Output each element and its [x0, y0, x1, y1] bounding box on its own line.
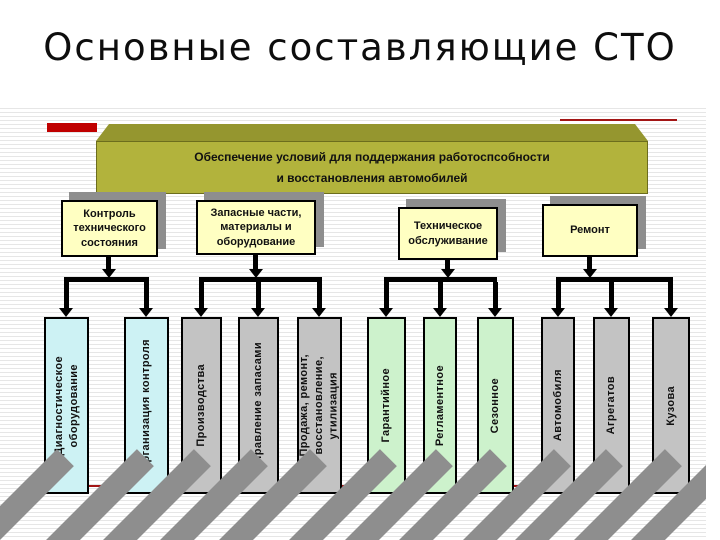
branch-box-control: Контроль технического состояния	[61, 200, 158, 257]
root-box: Обеспечение условий для поддержания рабо…	[96, 124, 648, 194]
connector-drop	[493, 282, 498, 309]
slide-title: Основные составляющие СТО	[43, 26, 677, 69]
column-label: Сезонное	[489, 377, 502, 434]
root-box-face: Обеспечение условий для поддержания рабо…	[96, 141, 648, 194]
ruled-lines-background: Обеспечение условий для поддержания рабо…	[0, 108, 706, 540]
column-group: Управление запасами	[132, 317, 279, 540]
connector-arrowhead	[102, 269, 116, 278]
connector-arrowhead	[59, 308, 73, 317]
column-group: Сезонное	[371, 317, 514, 540]
connector-drop	[609, 282, 614, 309]
connector-arrowhead	[604, 308, 618, 317]
column-group: Регламентное	[317, 317, 457, 540]
column-label: Организация контроля	[140, 339, 153, 472]
column-label: Управление запасами	[252, 341, 265, 470]
connector-drop	[668, 282, 673, 309]
connector-arrowhead	[433, 308, 447, 317]
red-accent-bar	[47, 123, 97, 132]
connector-bar	[64, 277, 149, 282]
connector-arrowhead	[488, 308, 502, 317]
column-label: Регламентное	[433, 364, 446, 447]
connector-drop	[384, 282, 389, 309]
connector-drop	[144, 282, 149, 309]
branch-box-repair: Ремонт	[542, 204, 638, 257]
connector-arrowhead	[312, 308, 326, 317]
connector-drop	[587, 257, 592, 270]
column-group: Диагностическое оборудование	[0, 317, 89, 540]
column-label: Автомобиля	[551, 369, 564, 442]
connector-bar	[199, 277, 322, 282]
column-group: Продажа, ремонт, восстановление, утилиза…	[191, 317, 342, 540]
branch-box-parts: Запасные части, материалы и оборудование	[196, 200, 316, 255]
column-label: Кузова	[664, 385, 677, 426]
column-group: Гарантийное	[261, 317, 406, 540]
connector-arrowhead	[664, 308, 678, 317]
column-label: Агрегатов	[605, 376, 618, 435]
connector-arrowhead	[441, 269, 455, 278]
connector-drop	[256, 282, 261, 309]
root-box-label: Обеспечение условий для поддержания рабо…	[194, 149, 550, 185]
branch-box-maintenance: Техническое обслуживание	[398, 207, 498, 260]
connector-drop	[556, 282, 561, 309]
connector-arrowhead	[251, 308, 265, 317]
column-label: Гарантийное	[380, 368, 393, 443]
column-label: Производства	[195, 364, 208, 447]
connector-drop	[199, 282, 204, 309]
column-group: Кузова	[546, 317, 690, 540]
column-label: Продажа, ремонт, восстановление, утилиза…	[298, 354, 340, 457]
connector-drop	[253, 255, 258, 270]
connector-arrowhead	[139, 308, 153, 317]
connector-drop	[317, 282, 322, 309]
connector-drop	[445, 260, 450, 270]
column-group: Производства	[75, 317, 222, 540]
connector-arrowhead	[551, 308, 565, 317]
column-group: Автомобиля	[435, 317, 575, 540]
connector-drop	[438, 282, 443, 309]
connector-arrowhead	[249, 269, 263, 278]
connector-bar	[556, 277, 673, 282]
connector-arrowhead	[583, 269, 597, 278]
connector-drop	[64, 282, 69, 309]
connector-arrowhead	[379, 308, 393, 317]
root-box-top-face	[96, 124, 648, 141]
connector-bar	[384, 277, 497, 282]
column-label: Диагностическое оборудование	[52, 355, 80, 456]
column-group: Организация контроля	[18, 317, 169, 540]
red-accent-line-top	[560, 119, 677, 121]
column-group: Агрегатов	[487, 317, 630, 540]
connector-arrowhead	[194, 308, 208, 317]
connector-drop	[106, 257, 111, 270]
